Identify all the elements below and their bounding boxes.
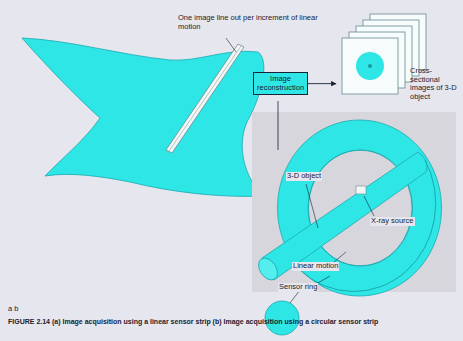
cross-section-core <box>368 64 372 68</box>
linear-sensor-strip <box>166 44 244 153</box>
process-box: Image reconstruction <box>253 72 308 95</box>
node-text: Image reconstruction <box>257 75 304 92</box>
magnifier-line <box>290 290 300 303</box>
image-stack-node: Cross-sectional images of 3-D object <box>336 12 461 98</box>
cylinder-end <box>255 255 282 284</box>
part-label: X-ray source <box>370 217 415 226</box>
part-label: 3-D object <box>286 172 322 181</box>
leader-x-ray <box>364 196 374 216</box>
part-label: Sensor ring <box>278 283 318 292</box>
cross-section <box>356 52 384 80</box>
leader-line <box>226 38 236 52</box>
panel-letters: a b <box>8 305 38 314</box>
part-label: Linear motion <box>292 262 339 271</box>
leader-motion <box>334 252 346 262</box>
3d-object-cylinder <box>261 152 427 280</box>
connector-arrow <box>308 83 336 84</box>
ring-output-line <box>278 101 279 150</box>
note-label: One image line out per increment of line… <box>178 14 318 31</box>
leader-3d-object <box>306 184 318 228</box>
figure-caption: FIGURE 2.14 (a) Image acquisition using … <box>8 318 458 326</box>
strip-line <box>169 46 241 151</box>
x-ray-source <box>356 186 366 194</box>
scanned-sheet <box>22 38 264 196</box>
node-text: Cross-sectional images of 3-D object <box>410 67 460 102</box>
